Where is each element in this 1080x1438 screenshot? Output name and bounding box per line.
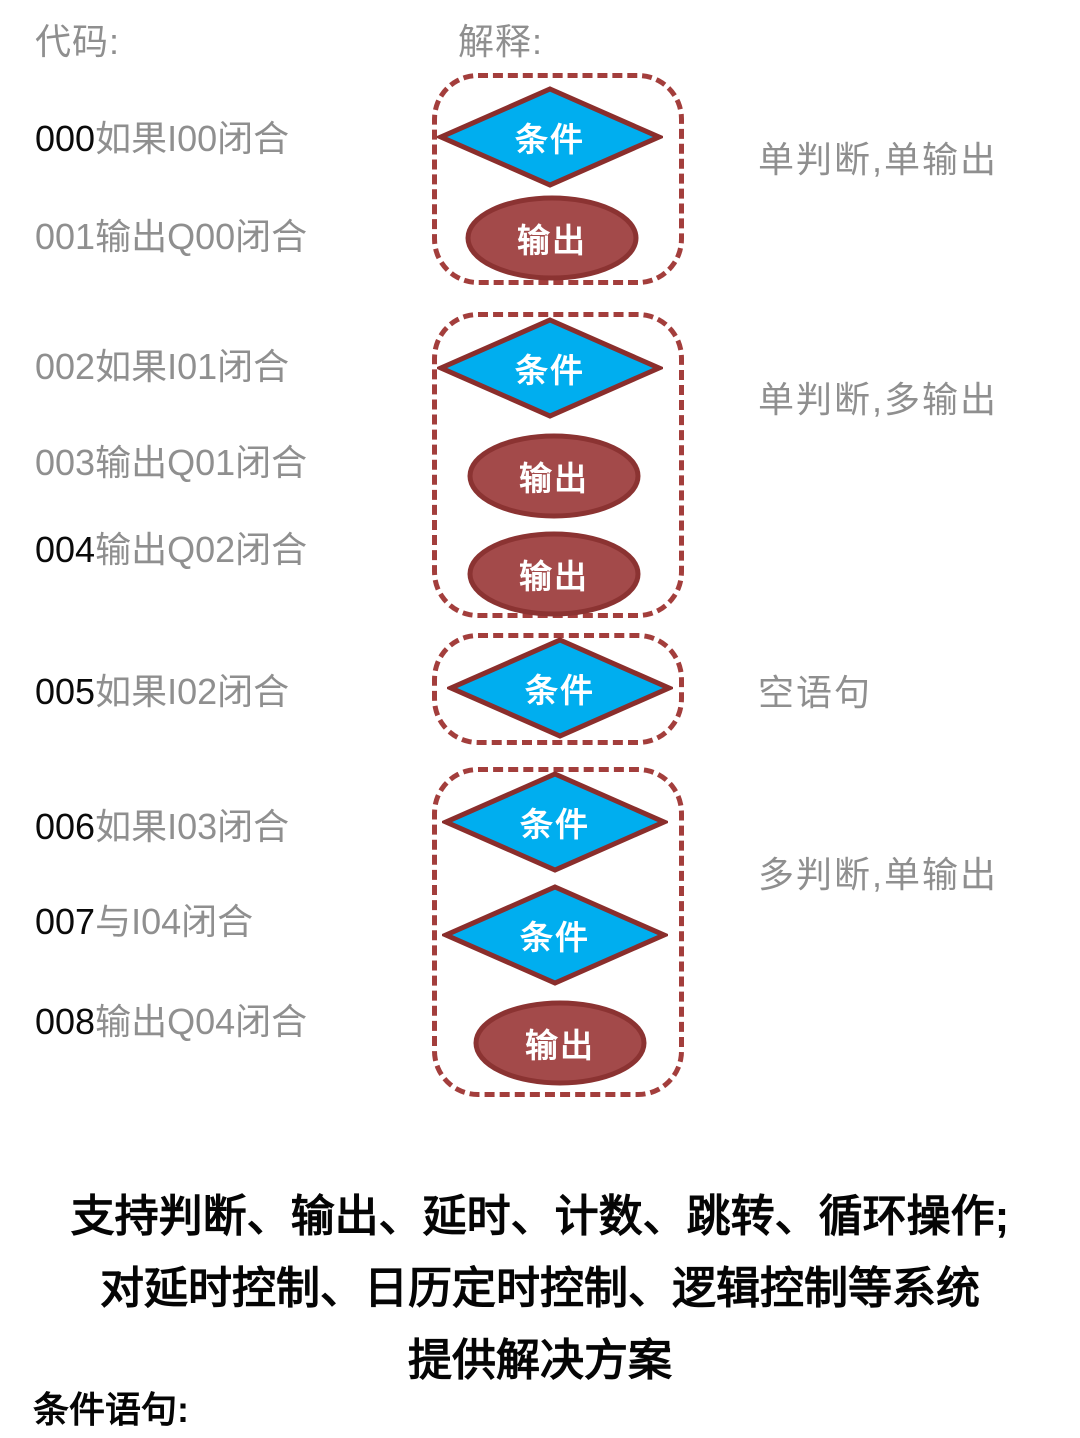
code-line-number: 000 — [35, 118, 96, 159]
condition-shape: 条件 — [447, 636, 673, 740]
annotation-single-judge-multi-output: 单判断,多输出 — [758, 379, 999, 420]
code-line-000: 000如果I00闭合 — [35, 117, 289, 161]
annotation-multi-judge-single-output: 多判断,单输出 — [758, 854, 999, 895]
code-line-006: 006如果I03闭合 — [35, 805, 289, 849]
condition-shape: 条件 — [442, 883, 668, 987]
condition-shape: 条件 — [442, 770, 668, 874]
code-column-header: 代码: — [35, 21, 121, 62]
condition-label: 条件 — [515, 121, 585, 158]
ellipse-icon — [465, 195, 639, 281]
condition-label: 条件 — [520, 806, 590, 843]
code-line-text: 输出Q00闭合 — [95, 216, 308, 257]
code-line-text: 输出Q02闭合 — [95, 529, 308, 570]
annotation-empty-statement: 空语句 — [758, 672, 873, 713]
output-shape: 输出 — [466, 530, 642, 618]
output-label: 输出 — [519, 558, 589, 595]
code-line-number: 001 — [35, 216, 96, 257]
code-line-number: 004 — [35, 529, 96, 570]
output-shape: 输出 — [472, 999, 648, 1087]
code-line-text: 输出Q04闭合 — [95, 1001, 308, 1042]
code-line-number: 008 — [35, 1001, 96, 1042]
code-line-004: 004输出Q02闭合 — [35, 528, 307, 572]
footer-line-1: 支持判断、输出、延时、计数、跳转、循环操作; — [70, 1192, 1010, 1241]
code-line-text: 输出Q01闭合 — [95, 442, 308, 483]
output-label: 输出 — [517, 222, 587, 259]
diamond-icon — [437, 86, 663, 188]
footer-caption: 条件语句: — [33, 1389, 189, 1430]
code-line-002: 002如果I01闭合 — [35, 345, 289, 389]
group-box-single-judge-single-output — [432, 73, 684, 285]
diamond-icon — [447, 637, 673, 739]
condition-label: 条件 — [515, 352, 585, 389]
group-box-multi-judge-single-output — [432, 767, 684, 1097]
code-line-number: 006 — [35, 806, 96, 847]
footer-line-2: 对延时控制、日历定时控制、逻辑控制等系统 — [100, 1264, 980, 1313]
code-line-text: 如果I03闭合 — [95, 806, 290, 847]
code-line-003: 003输出Q01闭合 — [35, 441, 307, 485]
condition-label: 条件 — [520, 919, 590, 956]
condition-shape: 条件 — [437, 85, 663, 189]
footer-line-3: 提供解决方案 — [408, 1336, 672, 1385]
diamond-icon — [437, 317, 663, 419]
code-line-005: 005如果I02闭合 — [35, 670, 289, 714]
code-line-text: 如果I02闭合 — [95, 671, 290, 712]
ellipse-icon — [473, 1000, 647, 1086]
ellipse-icon — [467, 531, 641, 617]
output-label: 输出 — [519, 460, 589, 497]
condition-label: 条件 — [525, 672, 595, 709]
condition-shape: 条件 — [437, 316, 663, 420]
explain-column-header: 解释: — [458, 21, 544, 62]
code-line-008: 008输出Q04闭合 — [35, 1000, 307, 1044]
code-line-text: 与I04闭合 — [95, 901, 254, 942]
output-shape: 输出 — [466, 432, 642, 520]
code-line-number: 005 — [35, 671, 96, 712]
annotation-single-judge-single-output: 单判断,单输出 — [758, 139, 999, 180]
code-line-text: 如果I01闭合 — [95, 346, 290, 387]
diamond-icon — [442, 771, 668, 873]
code-line-number: 003 — [35, 442, 96, 483]
group-box-empty-statement — [432, 633, 684, 745]
code-line-number: 007 — [35, 901, 96, 942]
code-line-text: 如果I00闭合 — [95, 118, 290, 159]
output-label: 输出 — [525, 1027, 595, 1064]
output-shape: 输出 — [464, 194, 640, 282]
code-line-001: 001输出Q00闭合 — [35, 215, 307, 259]
code-line-007: 007与I04闭合 — [35, 900, 253, 944]
code-line-number: 002 — [35, 346, 96, 387]
ellipse-icon — [467, 433, 641, 519]
diamond-icon — [442, 884, 668, 986]
